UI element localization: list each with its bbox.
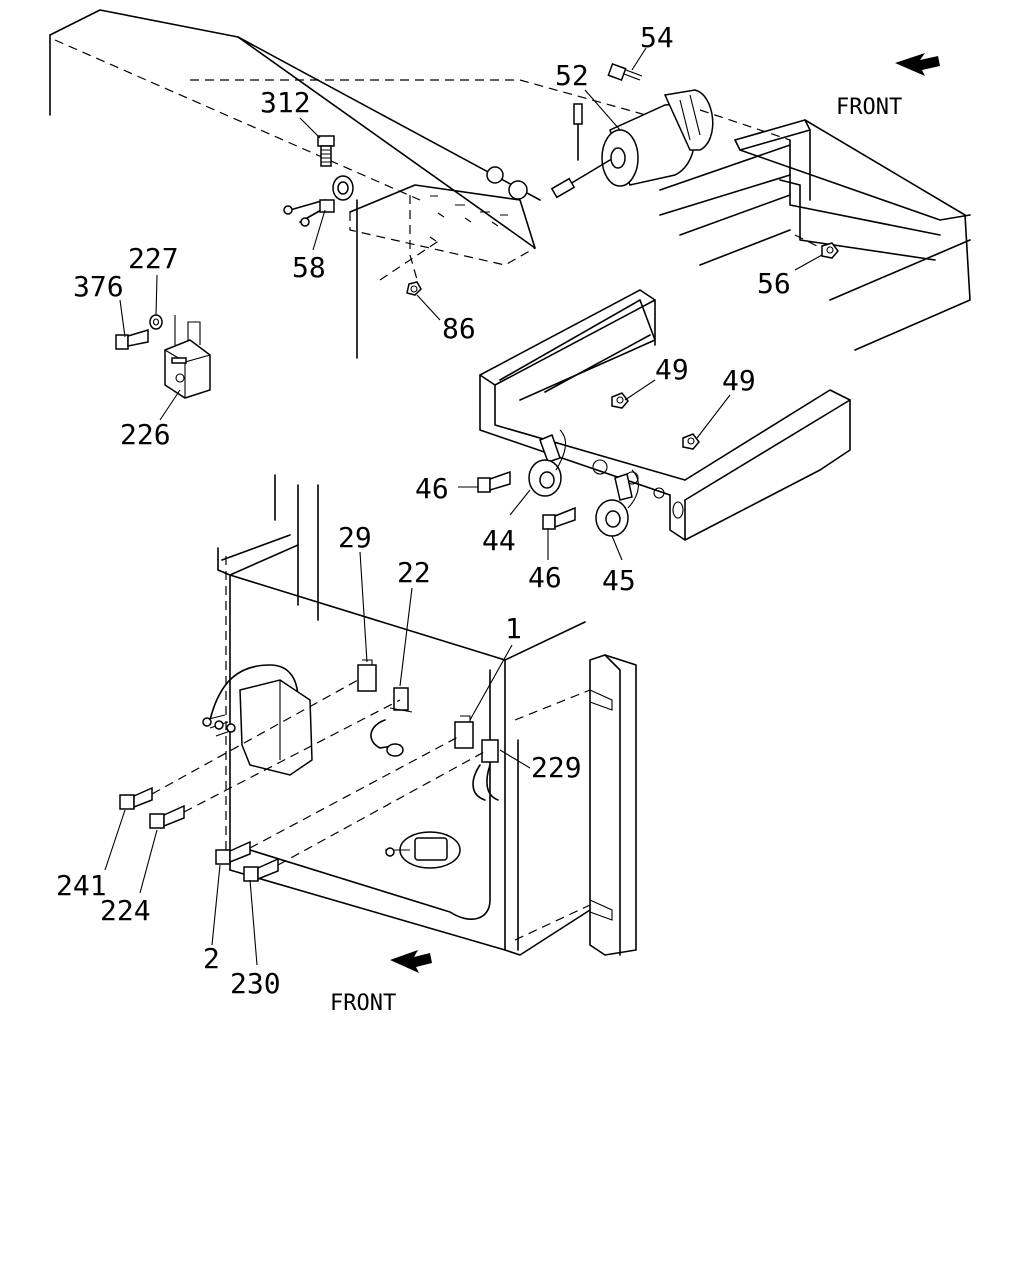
- callout-376: 376: [73, 270, 124, 303]
- callout-54: 54: [640, 21, 674, 54]
- washer-227: [149, 314, 163, 330]
- bolt-2: [215, 840, 251, 865]
- bolt-230: [243, 857, 279, 882]
- front-label-top: FRONT: [836, 95, 902, 120]
- callout-58: 58: [292, 251, 326, 284]
- callout-241: 241: [56, 869, 107, 902]
- connector-229: [472, 739, 499, 801]
- callout-1: 1: [505, 612, 522, 645]
- sensor-226: [164, 315, 211, 399]
- callout-49-a: 49: [655, 353, 689, 386]
- bolt-54: [607, 63, 643, 81]
- relay-1: [454, 715, 474, 749]
- lower-panel: [217, 474, 591, 956]
- callout-229: 229: [531, 751, 582, 784]
- connector-58: [283, 175, 354, 227]
- arrow-left-icon: [390, 950, 432, 973]
- callout-52: 52: [555, 59, 589, 92]
- bolt-46-b: [542, 506, 576, 530]
- nut-49-a: [611, 392, 629, 409]
- relay-29: [357, 659, 377, 692]
- connector-22: [370, 687, 413, 757]
- motor-52: [550, 89, 714, 199]
- callout-45: 45: [602, 564, 636, 597]
- bolt-241: [119, 786, 153, 810]
- nut-49-b: [682, 433, 700, 450]
- bolt-312: [317, 135, 335, 167]
- callout-46-a: 46: [415, 472, 449, 505]
- callout-226: 226: [120, 418, 171, 451]
- leader-lines: [104, 47, 823, 966]
- upper-frame: [659, 109, 971, 351]
- callout-46-b: 46: [528, 561, 562, 594]
- harness-module: [202, 664, 313, 776]
- crossmember: [479, 289, 851, 541]
- callout-86: 86: [442, 312, 476, 345]
- callout-230: 230: [230, 967, 281, 1000]
- nut-56: [821, 242, 839, 259]
- bolt-224: [149, 804, 185, 829]
- upper-bracket: [49, 9, 701, 359]
- callout-44: 44: [482, 524, 516, 557]
- callout-224: 224: [100, 894, 151, 927]
- bolt-376: [115, 328, 149, 350]
- lower-module: [385, 831, 461, 869]
- bracket-44: [528, 429, 567, 497]
- callout-22: 22: [397, 556, 431, 589]
- vertical-post: [589, 654, 637, 956]
- callout-56: 56: [757, 267, 791, 300]
- callout-312: 312: [260, 86, 311, 119]
- callout-2: 2: [203, 942, 220, 975]
- nut-86: [406, 281, 422, 296]
- bracket-45: [595, 469, 639, 537]
- callout-227: 227: [128, 242, 179, 275]
- bolt-46-a: [477, 470, 511, 493]
- arrow-left-icon: [895, 53, 940, 76]
- front-label-bottom: FRONT: [330, 991, 396, 1016]
- callout-49-b: 49: [722, 364, 756, 397]
- callout-29: 29: [338, 521, 372, 554]
